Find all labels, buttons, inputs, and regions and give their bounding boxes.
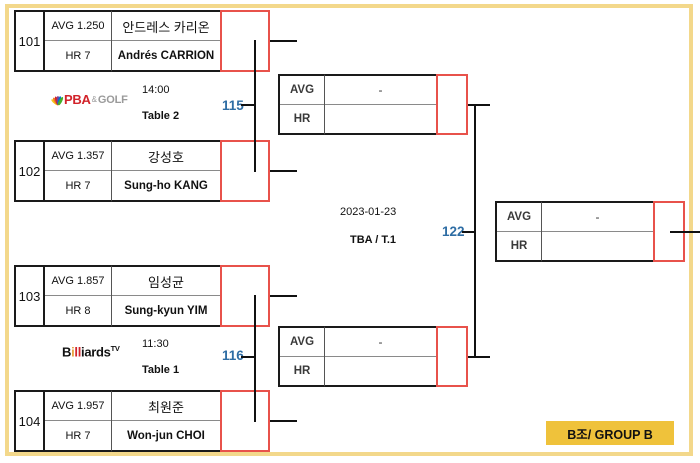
round2-box-top[interactable]: AVG HR -	[278, 74, 438, 135]
connector-101	[270, 40, 297, 42]
avg-label: AVG	[280, 328, 324, 357]
player-seed: 104	[14, 390, 43, 452]
player-seed: 101	[14, 10, 43, 72]
player-names: 강성호 Sung-ho KANG	[112, 140, 222, 202]
player-names: 임성균 Sung-kyun YIM	[112, 265, 222, 327]
hr-value	[325, 357, 436, 386]
ampersand-icon: &	[91, 95, 97, 104]
player-box-103[interactable]: 103 AVG 1.857 HR 8 임성균 Sung-kyun YIM	[14, 265, 222, 327]
connector-out-122	[462, 231, 476, 233]
round2-score-box-bottom[interactable]	[436, 326, 468, 387]
match-number-115[interactable]: 115	[222, 98, 244, 113]
match-table: Table 1	[142, 364, 180, 376]
match-info-122: 2023-01-23 TBA / T.1	[340, 206, 460, 251]
player-names: 최원준 Won-jun CHOI	[112, 390, 222, 452]
player-name-en: Andrés CARRION	[117, 49, 215, 62]
player-avg: AVG 1.857	[45, 267, 111, 296]
player-name-kr: 임성균	[112, 267, 220, 296]
connector-102	[270, 170, 297, 172]
connector-104	[270, 420, 297, 422]
match-table: TBA / T.1	[350, 234, 397, 246]
player-hr: HR 8	[65, 304, 91, 317]
round2-values: -	[325, 74, 438, 135]
connector-final-out	[670, 231, 700, 233]
player-box-101[interactable]: 101 AVG 1.250 HR 7 안드레스 카리온 Andrés CARRI…	[14, 10, 222, 72]
avg-value: -	[325, 328, 436, 357]
player-hr: HR 7	[65, 179, 91, 192]
player-name-en: Sung-ho KANG	[124, 179, 208, 192]
match-time: 14:00	[142, 84, 170, 96]
player-name-kr: 안드레스 카리온	[112, 12, 220, 41]
round2-labels: AVG HR	[278, 74, 325, 135]
hr-label: HR	[510, 239, 528, 252]
peacock-icon	[49, 94, 64, 107]
player-avg: AVG 1.357	[45, 142, 111, 171]
hr-label: HR	[293, 112, 311, 125]
connector-r2-top	[468, 104, 490, 106]
round3-values: -	[542, 201, 655, 262]
pba-wordmark: PBA	[64, 92, 91, 107]
player-seed: 102	[14, 140, 43, 202]
player-name-en: Sung-kyun YIM	[124, 304, 208, 317]
score-box-103[interactable]	[220, 265, 270, 327]
match-info-115: 14:00 Table 2	[130, 84, 230, 126]
billiards-tv-wordmark: BilliardsTV	[62, 344, 120, 360]
connector-r2-bottom	[468, 356, 490, 358]
avg-label: AVG	[280, 76, 324, 105]
match-number-116[interactable]: 116	[222, 348, 244, 363]
player-name-kr: 강성호	[112, 142, 220, 171]
connector-out-116	[241, 356, 256, 358]
player-names: 안드레스 카리온 Andrés CARRION	[112, 10, 222, 72]
player-avg: AVG 1.250	[45, 12, 111, 41]
golf-wordmark: GOLF	[97, 93, 128, 106]
match-time: 11:30	[142, 338, 169, 350]
connector-bracket-115	[254, 40, 256, 172]
round2-score-box-top[interactable]	[436, 74, 468, 135]
player-stats: AVG 1.957 HR 7	[43, 390, 112, 452]
player-stats: AVG 1.857 HR 8	[43, 265, 112, 327]
hr-value	[542, 232, 653, 261]
avg-value: -	[542, 203, 653, 232]
group-label: B조/ GROUP B	[546, 421, 674, 445]
avg-value: -	[325, 76, 436, 105]
player-box-104[interactable]: 104 AVG 1.957 HR 7 최원준 Won-jun CHOI	[14, 390, 222, 452]
round3-box-final[interactable]: AVG HR -	[495, 201, 655, 262]
round2-labels: AVG HR	[278, 326, 325, 387]
player-hr: HR 7	[65, 429, 91, 442]
round3-labels: AVG HR	[495, 201, 542, 262]
match-number-122[interactable]: 122	[442, 224, 465, 239]
score-box-104[interactable]	[220, 390, 270, 452]
player-name-en: Won-jun CHOI	[127, 429, 205, 442]
connector-103	[270, 295, 297, 297]
hr-value	[325, 105, 436, 134]
connector-bracket-116	[254, 295, 256, 422]
player-avg: AVG 1.957	[45, 392, 111, 421]
billiards-tv-logo: BilliardsTV	[62, 344, 120, 359]
hr-label: HR	[293, 364, 311, 377]
match-table: Table 2	[142, 110, 180, 122]
round2-values: -	[325, 326, 438, 387]
match-info-116: 11:30 Table 1	[130, 338, 230, 380]
pba-golf-logo: PBA & GOLF	[49, 92, 128, 107]
player-stats: AVG 1.250 HR 7	[43, 10, 112, 72]
player-hr: HR 7	[65, 49, 91, 62]
connector-out-115	[241, 104, 256, 106]
player-seed: 103	[14, 265, 43, 327]
avg-label: AVG	[497, 203, 541, 232]
player-box-102[interactable]: 102 AVG 1.357 HR 7 강성호 Sung-ho KANG	[14, 140, 222, 202]
score-box-102[interactable]	[220, 140, 270, 202]
score-box-101[interactable]	[220, 10, 270, 72]
round2-box-bottom[interactable]: AVG HR -	[278, 326, 438, 387]
match-date: 2023-01-23	[340, 206, 397, 218]
player-name-kr: 최원준	[112, 392, 220, 421]
player-stats: AVG 1.357 HR 7	[43, 140, 112, 202]
